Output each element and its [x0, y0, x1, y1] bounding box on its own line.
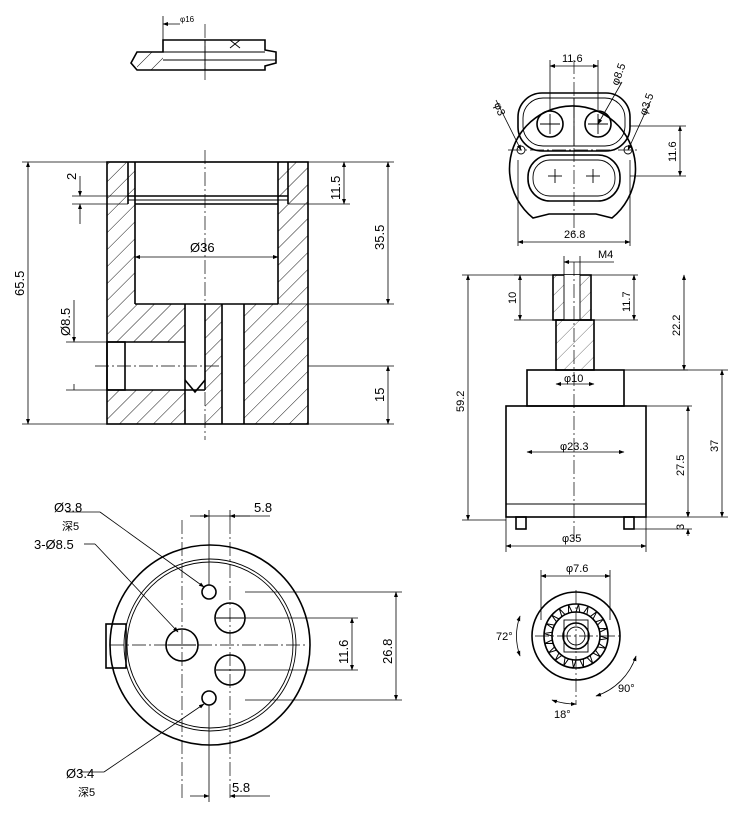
label-bl-depth-2: 深5: [78, 786, 95, 799]
label-bl-d3-4: Ø3.4: [66, 766, 94, 781]
dim-fr-59-2: 59.2: [455, 391, 467, 412]
dim-bl-11-6: 11.6: [336, 640, 351, 664]
dim-sec-65-5: 65.5: [12, 271, 27, 296]
dim-top-d16: φ16: [180, 15, 195, 24]
dim-tr-26-8: 26.8: [564, 229, 585, 241]
dim-sec-d8-5: Ø8.5: [58, 308, 73, 336]
dim-fr-37: 37: [709, 440, 721, 452]
dim-br-18: 18°: [554, 709, 571, 721]
dim-fr-27-5: 27.5: [675, 455, 687, 476]
label-bl-3-d8-5: 3-Ø8.5: [34, 537, 74, 552]
spline-end-view: φ7.6 72° 90° 18°: [496, 563, 637, 721]
dim-fr-d23-3: φ23.3: [560, 441, 589, 453]
dim-bl-5-8-top: 5.8: [254, 500, 272, 515]
dim-sec-d36: Ø36: [190, 240, 215, 255]
dim-fr-d10: φ10: [564, 373, 583, 385]
dim-bl-5-8-bot: 5.8: [232, 780, 250, 795]
top-part-view: φ16: [130, 15, 277, 80]
dim-bl-26-8: 26.8: [380, 639, 395, 664]
dim-fr-22-2: 22.2: [671, 315, 683, 336]
dim-fr-11-7: 11.7: [621, 291, 633, 312]
dim-fr-3: 3: [675, 524, 687, 530]
section-view: 65.5 2 11.5 35.5 Ø36 Ø8.5 15: [12, 150, 394, 440]
dim-fr-m4: M4: [598, 249, 613, 261]
dim-sec-2: 2: [64, 173, 79, 180]
dim-br-72: 72°: [496, 631, 513, 643]
dim-tr-d3-5: φ3.5: [638, 92, 657, 117]
plan-view-bottom-left: 5.8 Ø3.8 深5 3-Ø8.5 11.6 26.8 Ø3.4 深5 5.8: [34, 500, 402, 802]
dim-sec-35-5: 35.5: [372, 225, 387, 250]
dim-sec-11-5: 11.5: [328, 176, 343, 200]
front-view-cartridge: M4 10 11.7 22.2 59.2 φ10 φ23.3 27.5 37 3: [455, 249, 728, 552]
dim-tr-d8-5: φ8.5: [610, 62, 629, 87]
dim-tr-11-6: 11.6: [562, 53, 583, 65]
dim-fr-10: 10: [507, 292, 519, 304]
dim-tr-11-6v: 11.6: [667, 141, 679, 162]
label-bl-d3-8: Ø3.8: [54, 500, 82, 515]
dim-sec-15: 15: [372, 388, 387, 402]
dim-br-90: 90°: [618, 683, 635, 695]
dim-fr-d35: φ35: [562, 533, 581, 545]
end-view-top-right: 11.6 φ8.5 φ3 φ3.5 11.6 26.8: [491, 53, 686, 246]
dim-tr-d3: φ3: [491, 101, 507, 118]
dim-br-d7-6: φ7.6: [566, 563, 588, 575]
label-bl-depth-1: 深5: [62, 520, 79, 533]
